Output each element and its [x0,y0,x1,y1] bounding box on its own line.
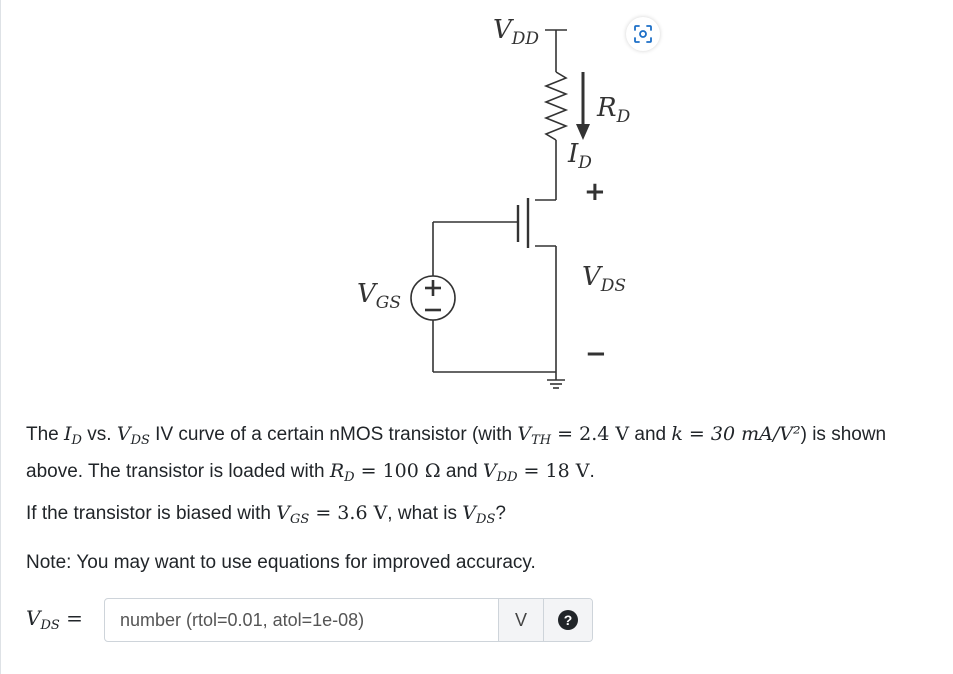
left-border [0,0,1,674]
zoom-image-button[interactable] [626,17,660,51]
vdd-label: VDD [493,15,539,49]
question-line-2: above. The transistor is loaded with RD … [26,460,595,485]
question-mark-icon: ? [558,610,578,630]
answer-label: VDS = [26,606,83,633]
rd-resistor [543,71,569,141]
vgs-label: VGS [357,279,401,313]
vds-label: VDS [582,262,626,296]
rd-label: RD [596,93,631,127]
circuit-diagram: VDD RD ID VGS VDS + − [357,15,631,389]
vds-minus-label: − [585,339,607,369]
answer-input-group: V ? [104,598,593,642]
note-text: Note: You may want to use equations for … [26,552,536,573]
unit-label: V [498,599,543,641]
question-line-1: The ID vs. VDS IV curve of a certain nMO… [26,423,887,448]
vds-plus-label: + [584,177,606,207]
id-label: ID [567,139,592,173]
zoom-focus-icon [634,25,652,43]
answer-input[interactable] [105,599,498,641]
help-button[interactable]: ? [543,599,592,641]
question-paragraph-2: If the transistor is biased with VGS = 3… [26,502,506,527]
question-paragraph-1: The ID vs. VDS IV curve of a certain nMO… [26,419,886,493]
